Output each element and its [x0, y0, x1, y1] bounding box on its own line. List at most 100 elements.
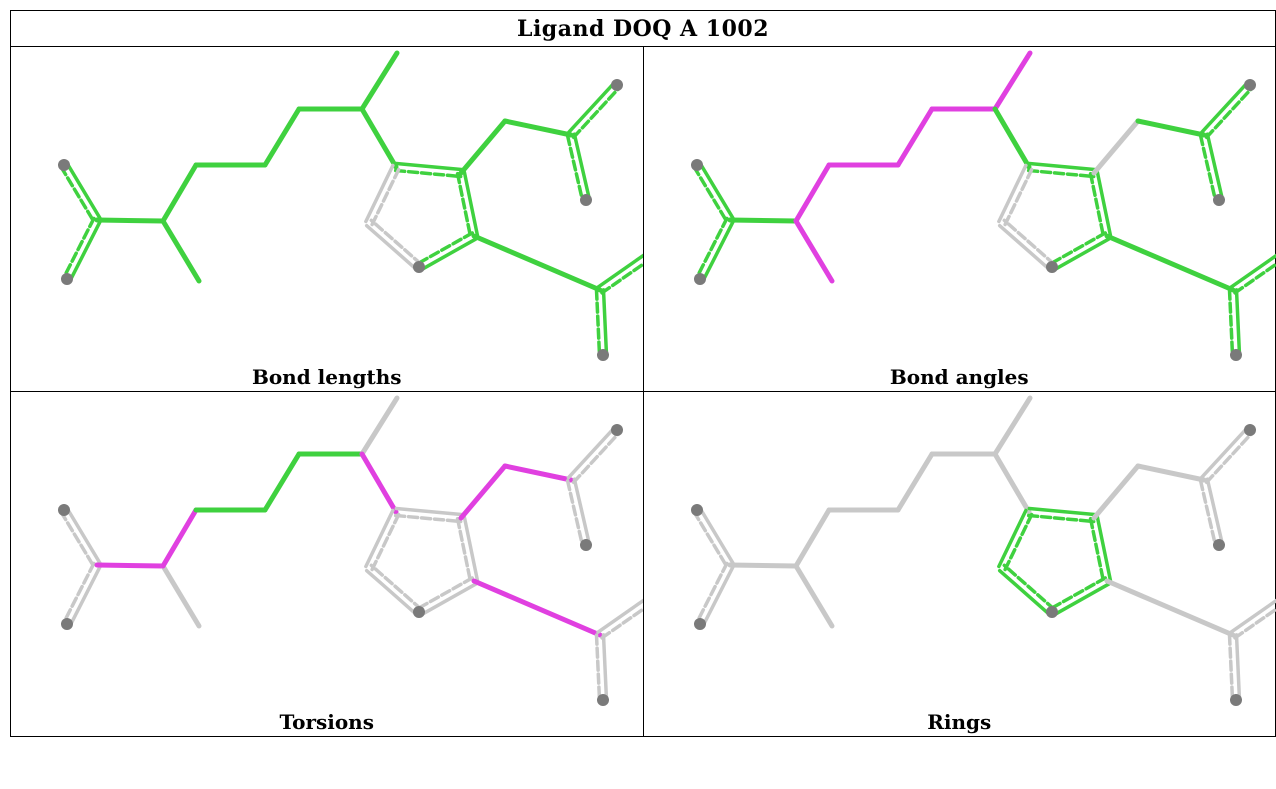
bond-angles-structure	[690, 50, 1276, 361]
atom-s2c	[597, 694, 609, 706]
bond-c2-c3	[160, 507, 199, 569]
atom-s1c	[611, 79, 623, 91]
atom-s1d	[1212, 539, 1225, 551]
bond-s1a-s1b	[502, 463, 574, 483]
bond-r1-r2	[393, 161, 464, 179]
bond-r3-s2a	[1104, 578, 1235, 638]
bond-me1-c1	[691, 161, 735, 224]
atom-me1	[58, 159, 70, 171]
atom-r4	[1045, 606, 1058, 618]
atom-s2c	[597, 349, 609, 361]
bond-r5-r1	[996, 163, 1034, 227]
panel-caption: Rings	[927, 710, 992, 734]
bond-s1b-s1d	[565, 477, 592, 548]
bond-c2-me3	[160, 218, 202, 284]
bond-r2-s1a	[458, 118, 508, 176]
bond-r3-r4	[415, 576, 478, 617]
bond-me1-c1	[691, 506, 735, 569]
bond-s1a-s1b	[502, 118, 574, 138]
bond-c6-me4	[992, 395, 1032, 457]
atom-me2	[693, 618, 706, 630]
bond-s2a-s2c	[1227, 288, 1241, 357]
bond-r1-r2	[1026, 506, 1096, 524]
bond-c1-c2	[94, 217, 166, 224]
ligand-title: Ligand DOQ A 1002	[10, 10, 1276, 47]
bond-c1-me2	[694, 216, 735, 283]
atom-s1c	[611, 424, 623, 436]
bond-s1b-s1d	[565, 132, 592, 203]
bond-c2-c3	[793, 507, 831, 569]
bond-r2-r3	[1088, 515, 1112, 584]
atom-me1	[690, 504, 703, 516]
atom-s1d	[580, 539, 592, 551]
atom-s2c	[1229, 349, 1242, 361]
bond-s1b-s1d	[1198, 477, 1224, 548]
rings-structure	[690, 395, 1276, 706]
bond-c6-me4	[992, 50, 1032, 112]
bond-r3-s2a	[1104, 233, 1235, 293]
bond-r2-s1a	[1091, 118, 1140, 176]
atom-me2	[61, 618, 73, 630]
bond-r3-r4	[1048, 576, 1110, 617]
bond-me1-c1	[59, 506, 102, 569]
bond-c1-c2	[727, 562, 798, 569]
bond-r2-s1a	[458, 463, 508, 521]
bond-c6-r1	[992, 106, 1031, 170]
panel-rings: Rings	[642, 391, 1276, 737]
atom-s1c	[1243, 424, 1256, 436]
bond-c6-me4	[359, 50, 400, 112]
bond-c1-me2	[62, 561, 102, 628]
bond-r2-r3	[455, 515, 480, 584]
atom-r4	[1045, 261, 1058, 273]
bond-s2a-s2c	[1227, 633, 1241, 702]
bond-r2-s1a	[1091, 463, 1140, 521]
bond-s2a-s2b	[596, 253, 643, 295]
bond-c2-c3	[160, 162, 199, 224]
bond-r1-r2	[1026, 161, 1096, 179]
bond-c4-c5	[262, 451, 302, 513]
atom-s2c	[1229, 694, 1242, 706]
bond-c4-c5	[895, 106, 934, 168]
bond-r5-r1	[996, 508, 1034, 572]
bond-r1-r2	[393, 506, 464, 524]
bond-s2a-s2c	[594, 288, 609, 357]
bond-c2-me3	[793, 218, 834, 284]
validation-table: Ligand DOQ A 1002 Bond lengths Bond angl…	[10, 10, 1276, 737]
bond-s1b-s1c	[566, 425, 622, 485]
panel-bond-angles: Bond angles	[642, 46, 1276, 392]
bond-c2-me3	[160, 563, 202, 629]
bond-r5-r1	[364, 508, 401, 572]
bond-r4-r5	[997, 218, 1056, 272]
bond-c1-c2	[727, 217, 798, 224]
atom-me2	[61, 273, 73, 285]
bond-lengths-structure	[58, 50, 643, 361]
atom-me2	[693, 273, 706, 285]
bond-c6-r1	[359, 106, 399, 170]
panel-caption: Torsions	[279, 710, 374, 734]
bond-s2a-s2b	[1228, 598, 1276, 640]
panel-caption: Bond lengths	[251, 365, 402, 389]
bond-c1-me2	[694, 561, 735, 628]
bond-r2-r3	[455, 170, 480, 239]
bond-s1b-s1c	[1199, 425, 1254, 485]
panel-torsions: Torsions	[10, 391, 644, 737]
bond-s1b-s1c	[1199, 80, 1254, 140]
atom-r4	[413, 606, 425, 618]
bond-c2-me3	[793, 563, 834, 629]
bond-s2a-s2b	[1228, 253, 1276, 295]
bond-r4-r5	[364, 218, 424, 272]
bond-c4-c5	[895, 451, 934, 513]
bond-c6-me4	[359, 395, 400, 457]
bond-s1b-s1d	[1198, 132, 1224, 203]
bond-r3-s2a	[471, 233, 603, 293]
bond-r4-r5	[364, 563, 424, 617]
bond-s1a-s1b	[1135, 463, 1206, 483]
atom-s1d	[1212, 194, 1225, 206]
bond-r4-r5	[997, 563, 1056, 617]
atom-s1d	[580, 194, 592, 206]
bond-s1b-s1c	[566, 80, 622, 140]
bond-r3-s2a	[471, 578, 603, 638]
bond-c4-c5	[262, 106, 302, 168]
atom-me1	[58, 504, 70, 516]
